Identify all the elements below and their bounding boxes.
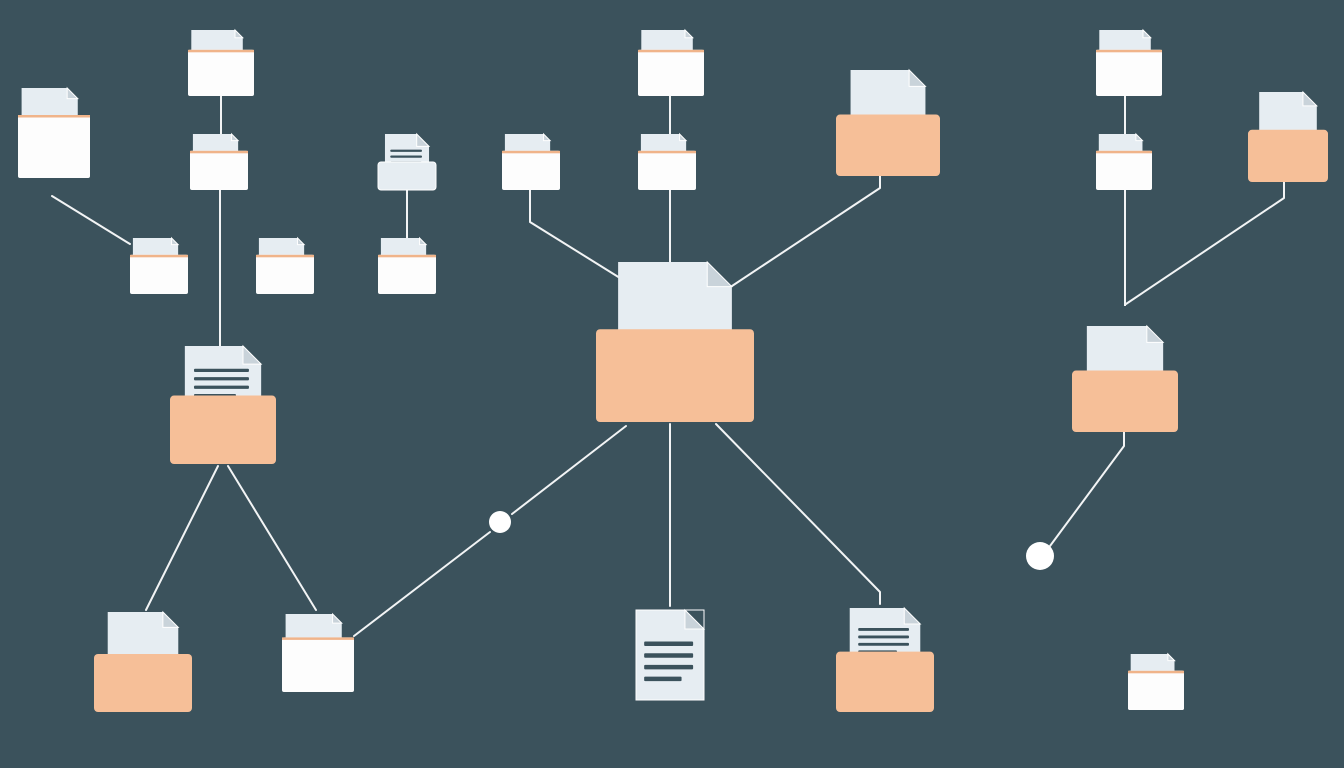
document-folder-icon — [1248, 90, 1328, 182]
connector-line — [227, 465, 317, 611]
document-folder-icon — [836, 68, 940, 176]
connector-line — [715, 423, 881, 605]
text-document-folder-icon — [836, 606, 934, 712]
junction-dot-icon — [489, 511, 511, 533]
connector-line — [511, 425, 627, 515]
connector-line — [1049, 431, 1125, 547]
document-folder-icon — [638, 28, 704, 96]
text-document-icon — [377, 132, 437, 191]
document-folder-icon — [282, 612, 354, 692]
connector-line — [529, 189, 621, 279]
text-document-folder-icon — [170, 344, 276, 464]
document-folder-icon — [378, 236, 436, 294]
document-folder-icon — [94, 610, 192, 712]
document-folder-icon — [190, 132, 248, 190]
connectors-layer — [51, 95, 1285, 637]
document-folder-icon — [18, 86, 90, 178]
document-folder-icon — [596, 260, 754, 422]
connector-line — [51, 195, 131, 245]
nodes-layer — [18, 28, 1328, 712]
document-folder-icon — [1128, 652, 1184, 710]
document-folder-icon — [502, 132, 560, 190]
connector-line — [1125, 181, 1285, 305]
document-folder-icon — [638, 132, 696, 190]
connector-line — [145, 465, 219, 611]
text-document-icon — [635, 608, 706, 701]
document-folder-icon — [130, 236, 188, 294]
junction-dot-icon — [1026, 542, 1054, 570]
document-folder-icon — [256, 236, 314, 294]
document-folder-icon — [188, 28, 254, 96]
document-folder-icon — [1072, 324, 1178, 432]
document-folder-icon — [1096, 28, 1162, 96]
connector-line — [731, 175, 881, 287]
connector-line — [353, 531, 491, 637]
document-folder-icon — [1096, 132, 1152, 190]
